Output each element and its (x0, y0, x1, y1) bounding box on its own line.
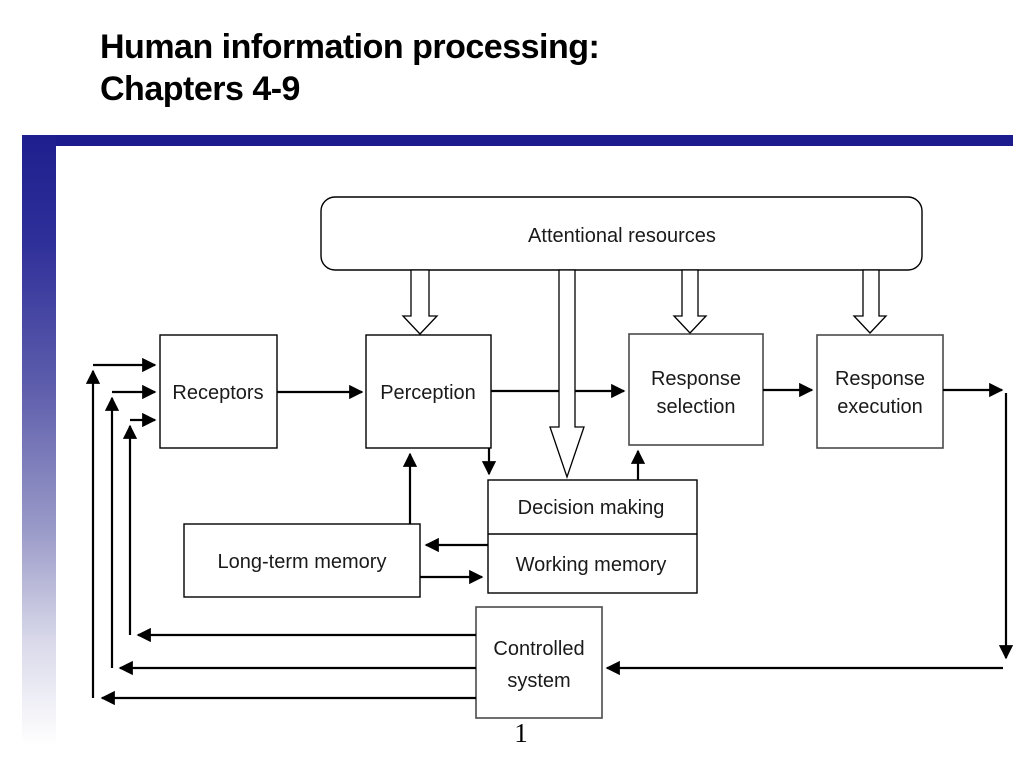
decision-working-memory-box (487, 479, 698, 594)
attention-arrow-to-perception (401, 269, 439, 335)
response-execution-label-line1: Response (835, 368, 925, 390)
long-term-memory-box (183, 523, 421, 598)
controlled-system-label-line2: system (507, 670, 570, 692)
controlled-system-label-line1: Controlled (493, 638, 584, 660)
long-term-memory-label: Long-term memory (218, 551, 387, 573)
attentional-resources-box (320, 196, 923, 271)
response-execution-box (816, 334, 944, 449)
slide-title-line1: Human information processing: (100, 28, 600, 66)
controlled-system-box (475, 606, 603, 719)
response-selection-label-line1: Response (651, 368, 741, 390)
page-number: 1 (514, 718, 528, 748)
slide-title-line2: Chapters 4-9 (100, 70, 300, 108)
attention-arrow-to-decision-making (549, 269, 585, 480)
attentional-resources-label: Attentional resources (528, 225, 716, 247)
response-selection-label-line2: selection (657, 396, 736, 418)
attention-arrow-to-response-execution (852, 269, 888, 334)
perception-label: Perception (380, 382, 476, 404)
working-memory-label: Working memory (516, 554, 667, 576)
receptors-box (159, 334, 278, 449)
slide-title: Human information processing: Chapters 4… (100, 26, 960, 110)
response-execution-label-line2: execution (837, 396, 923, 418)
receptors-label: Receptors (172, 382, 263, 404)
accent-bar-horizontal (22, 135, 1013, 146)
accent-bar-vertical-gradient (22, 135, 56, 745)
attention-arrow-to-response-selection (672, 269, 708, 334)
decision-making-label: Decision making (518, 497, 665, 519)
